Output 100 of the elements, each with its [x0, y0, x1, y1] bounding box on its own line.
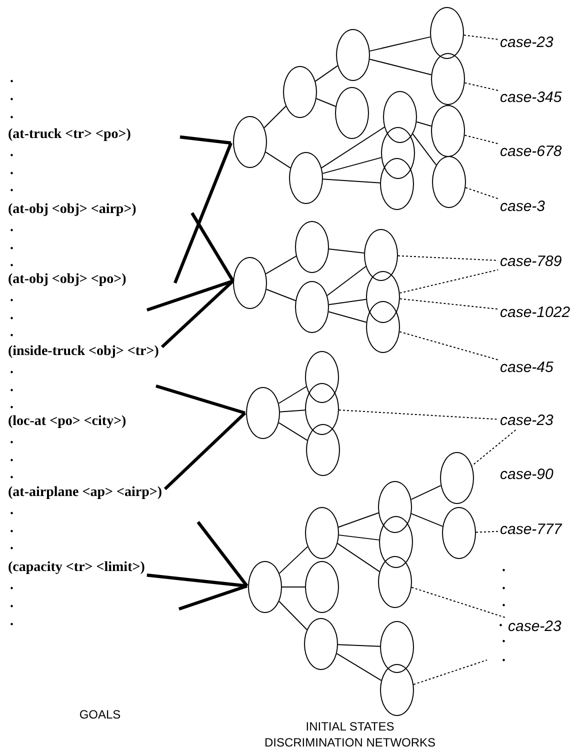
network-node-ellipse: [304, 618, 338, 670]
goal-link-line: [180, 135, 232, 145]
network-node-ellipse: [295, 281, 329, 333]
network-node-ellipse: [381, 127, 415, 179]
goal-condition-text: (inside-truck <obj> <tr>): [8, 344, 159, 360]
ellipsis-dot: .: [502, 560, 506, 576]
leader-line: [413, 660, 488, 685]
network-node-ellipse: [366, 271, 400, 323]
case-label: case-23: [508, 618, 562, 636]
ellipsis-dot: .: [10, 89, 14, 105]
case-label: case-3: [500, 198, 546, 216]
leader-line: [338, 410, 498, 420]
leader-line: [472, 430, 516, 466]
leader-line: [463, 34, 498, 40]
ellipsis-dot: .: [10, 308, 14, 324]
network-node-ellipse: [246, 387, 280, 439]
leader-line: [398, 255, 498, 261]
network-node-ellipse: [430, 7, 464, 59]
network-node-ellipse: [380, 158, 414, 210]
branch-line: [326, 266, 366, 296]
leader-line: [399, 331, 498, 360]
branch-line: [410, 513, 444, 527]
network-node-ellipse: [380, 664, 414, 716]
ellipsis-dot: .: [10, 71, 14, 87]
goal-link-line: [178, 584, 248, 611]
ellipsis-dot: .: [10, 521, 14, 537]
network-node-ellipse: [380, 621, 414, 673]
ellipsis-dot: .: [10, 596, 14, 612]
network-node-ellipse: [379, 516, 413, 568]
caption-text: DISCRIMINATION NETWORKS: [264, 736, 436, 750]
ellipsis-dot: .: [10, 397, 14, 413]
branch-line: [321, 126, 385, 168]
leader-line: [411, 586, 508, 618]
ellipsis-dot: .: [10, 380, 14, 396]
branch-line: [278, 546, 308, 574]
network-node-ellipse: [306, 424, 340, 476]
network-node-ellipse: [233, 116, 267, 168]
branch-line: [278, 600, 308, 630]
ellipsis-dot: .: [10, 290, 14, 306]
branch-line: [328, 298, 367, 306]
case-label: case-45: [500, 359, 554, 377]
leader-line: [464, 82, 498, 91]
goal-link-line: [146, 574, 248, 588]
case-label: case-789: [500, 253, 562, 271]
case-label: case-90: [500, 466, 554, 484]
leader-line: [465, 187, 498, 200]
branch-line: [328, 248, 365, 254]
network-node-ellipse: [440, 452, 474, 504]
leader-line: [399, 298, 498, 310]
case-label: case-345: [500, 89, 562, 107]
network-node-ellipse: [295, 221, 329, 273]
ellipsis-dot: .: [10, 467, 14, 483]
branch-line: [278, 422, 308, 441]
branch-line: [410, 485, 442, 500]
ellipsis-dot: .: [10, 614, 14, 630]
ellipsis-dot: .: [502, 595, 506, 611]
ellipsis-dot: .: [10, 450, 14, 466]
branch-line: [338, 644, 380, 647]
caption-text: INITIAL STATES: [306, 720, 394, 734]
branch-line: [412, 134, 437, 166]
network-node-ellipse: [378, 481, 412, 533]
ellipsis-dot: .: [502, 650, 506, 666]
goal-condition-text: (capacity <tr> <limit>): [8, 560, 145, 576]
network-node-ellipse: [305, 561, 339, 613]
goal-link-line: [156, 384, 246, 415]
branch-line: [322, 178, 381, 184]
goal-condition-text: (at-truck <tr> <po>): [8, 127, 131, 143]
branch-line: [265, 256, 297, 274]
ellipsis-dot: .: [10, 238, 14, 254]
network-node-ellipse: [283, 66, 317, 118]
branch-line: [338, 534, 380, 540]
ellipsis-dot: .: [10, 503, 14, 519]
network-node-ellipse: [366, 301, 400, 353]
network-node-ellipse: [305, 507, 339, 559]
ellipsis-dot: .: [10, 578, 14, 594]
leader-line: [399, 269, 498, 294]
goal-link-line: [146, 279, 234, 312]
ellipsis-dot: .: [10, 538, 14, 554]
case-label: case-678: [500, 143, 562, 161]
network-node-ellipse: [305, 351, 339, 403]
branch-line: [282, 586, 306, 588]
case-label: case-23: [500, 34, 554, 52]
network-node-ellipse: [335, 87, 369, 139]
branch-line: [416, 121, 432, 127]
ellipsis-dot: .: [502, 578, 506, 594]
network-node-ellipse: [383, 91, 417, 143]
branch-line: [266, 288, 296, 302]
branch-line: [279, 410, 306, 412]
case-label: case-1022: [500, 304, 570, 322]
network-node-ellipse: [233, 257, 267, 309]
network-node-ellipse: [432, 156, 466, 208]
network-node-ellipse: [431, 53, 465, 105]
ellipsis-dot: .: [10, 325, 14, 341]
ellipsis-dot: .: [10, 145, 14, 161]
goal-link-line: [160, 280, 234, 348]
branch-line: [338, 512, 379, 528]
leader-line: [476, 530, 498, 533]
network-node-ellipse: [364, 229, 398, 281]
branch-line: [369, 58, 432, 76]
branch-line: [336, 653, 382, 681]
